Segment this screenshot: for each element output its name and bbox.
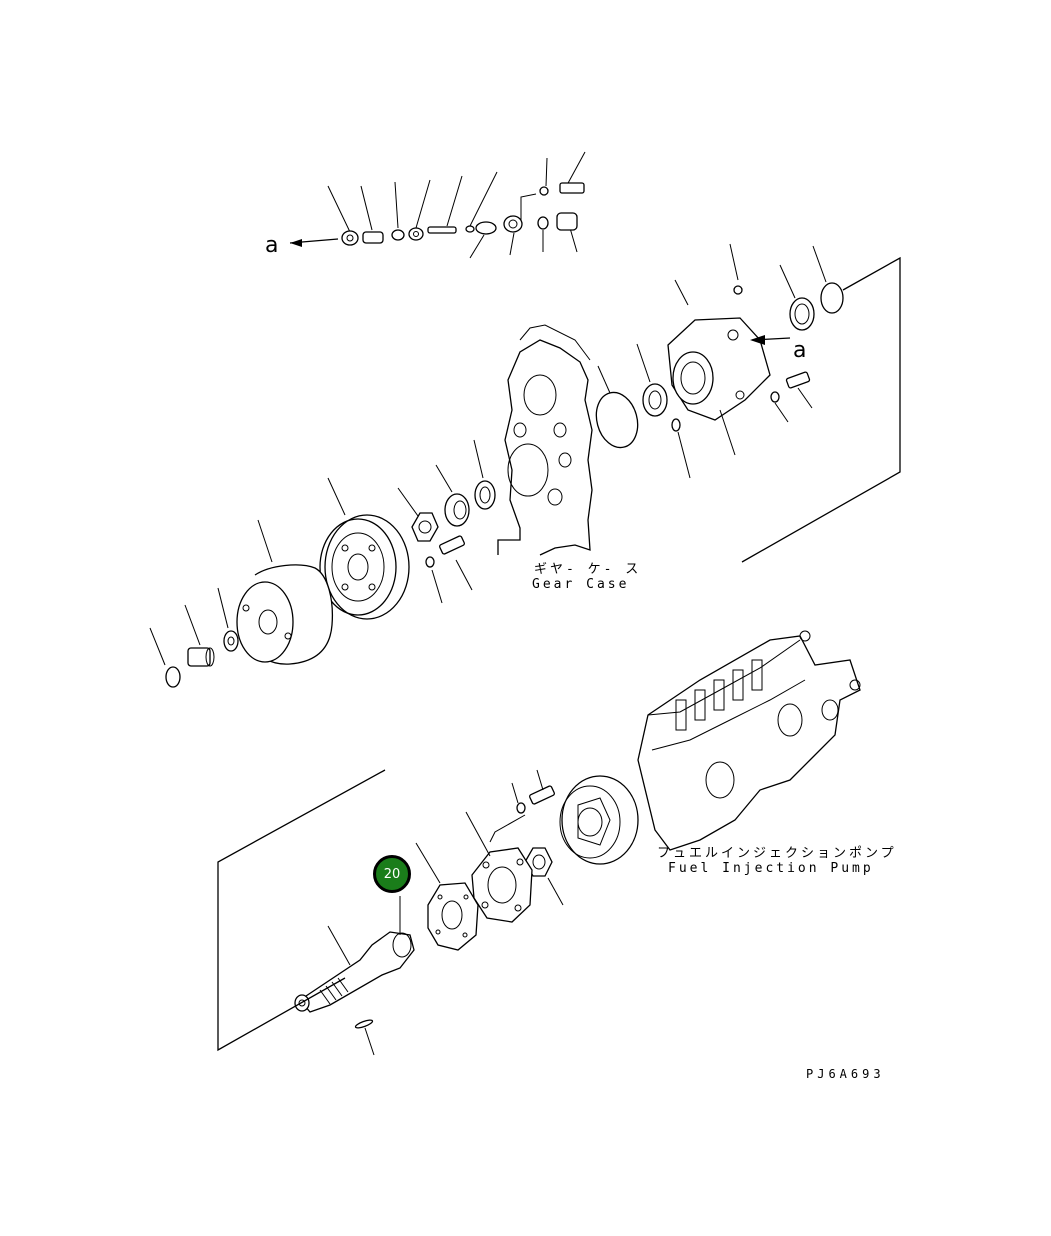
gear-case-label-jp: ギヤ- ケ- ス [534, 562, 642, 577]
fuel-injection-pump-label-jp: フュエルインジェクションポンプ [657, 846, 897, 861]
part-callout-20[interactable]: 20 [373, 855, 411, 893]
gear-case-label-en: Gear Case [532, 577, 630, 592]
ref-letter-a-right: a [793, 338, 807, 363]
ref-letter-a-left: a [265, 233, 279, 258]
fuel-injection-pump-label-en: Fuel Injection Pump [668, 861, 874, 876]
top-parts-group [289, 151, 586, 259]
gear-group [149, 439, 496, 688]
lower-shaft-group [217, 769, 564, 1056]
fuel-injection-pump-group [559, 630, 861, 865]
gear-case-group [497, 243, 901, 563]
drawing-code: PJ6A693 [806, 1067, 885, 1081]
